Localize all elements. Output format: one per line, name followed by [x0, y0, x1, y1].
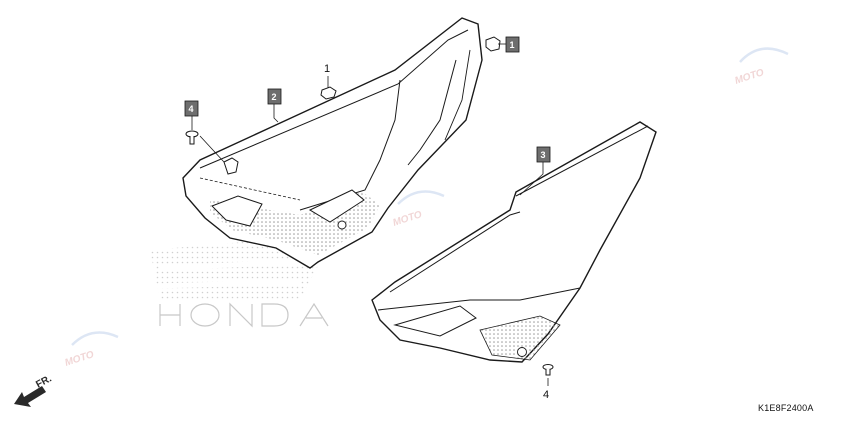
- watermark-top-right: MOTO: [734, 47, 789, 87]
- callout-1-plain: 1: [324, 63, 330, 75]
- callout-1-boxed: 1: [505, 36, 520, 53]
- callout-label: 1: [510, 40, 515, 50]
- callout-label: MOTO: [392, 209, 424, 229]
- callout-label: 2: [272, 92, 277, 102]
- screw-part-4-left: [185, 130, 199, 145]
- callout-4-plain: 4: [543, 389, 549, 401]
- grommet-part-1: [485, 36, 501, 52]
- front-direction-marker: FR.: [14, 373, 54, 407]
- watermark-middle: MOTO: [392, 190, 445, 229]
- front-direction-label: FR.: [34, 373, 54, 390]
- callout-label: 3: [541, 150, 546, 160]
- grommet-part-1-small: [320, 86, 337, 100]
- callout-label: MOTO: [734, 67, 766, 87]
- screw-part-4-right: [542, 364, 554, 376]
- watermark-bottom-left: MOTO: [64, 331, 119, 369]
- callout-label: MOTO: [64, 349, 96, 369]
- drawing-code: K1E8F2400A: [758, 403, 814, 413]
- callout-2-boxed: 2: [267, 88, 282, 105]
- left-side-cover: [182, 17, 483, 269]
- callout-label: 4: [189, 104, 194, 114]
- right-side-cover: [371, 121, 657, 363]
- callout-label: 1: [324, 63, 330, 75]
- callout-4-boxed: 4: [184, 100, 199, 117]
- callout-3-boxed: 3: [536, 146, 551, 163]
- honda-wing-logo: [150, 238, 320, 300]
- honda-wordmark: [159, 302, 329, 328]
- leader-lines: [191, 43, 549, 386]
- callout-label: 4: [543, 389, 549, 401]
